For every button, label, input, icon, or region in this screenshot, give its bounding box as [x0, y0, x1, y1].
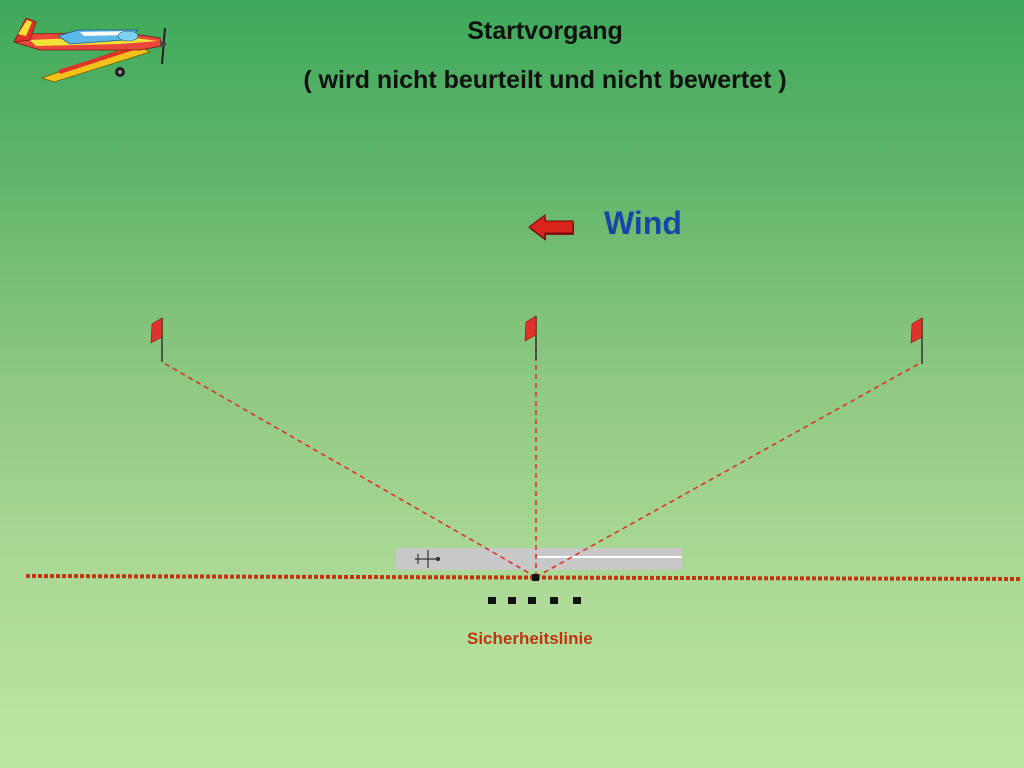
- sight-lines: [161, 340, 923, 578]
- runway: [396, 548, 682, 570]
- sight-line-left: [161, 361, 537, 578]
- sight-line-right: [535, 361, 923, 578]
- plane-icon: [415, 550, 441, 568]
- flag-center: [524, 315, 537, 360]
- page-subtitle: ( wird nicht beurteilt und nicht bewerte…: [303, 66, 787, 94]
- flag-left: [150, 317, 163, 362]
- wind-arrow-icon: [528, 214, 574, 241]
- page-title: Startvorgang: [467, 17, 623, 45]
- aerobatic-plane-icon: [12, 17, 166, 83]
- safety-line-label: Sicherheitslinie: [467, 629, 593, 648]
- wind-label: Wind: [604, 205, 682, 241]
- flag-right: [910, 317, 923, 364]
- safety-line: [25, 574, 1021, 581]
- position-markers: [488, 574, 581, 604]
